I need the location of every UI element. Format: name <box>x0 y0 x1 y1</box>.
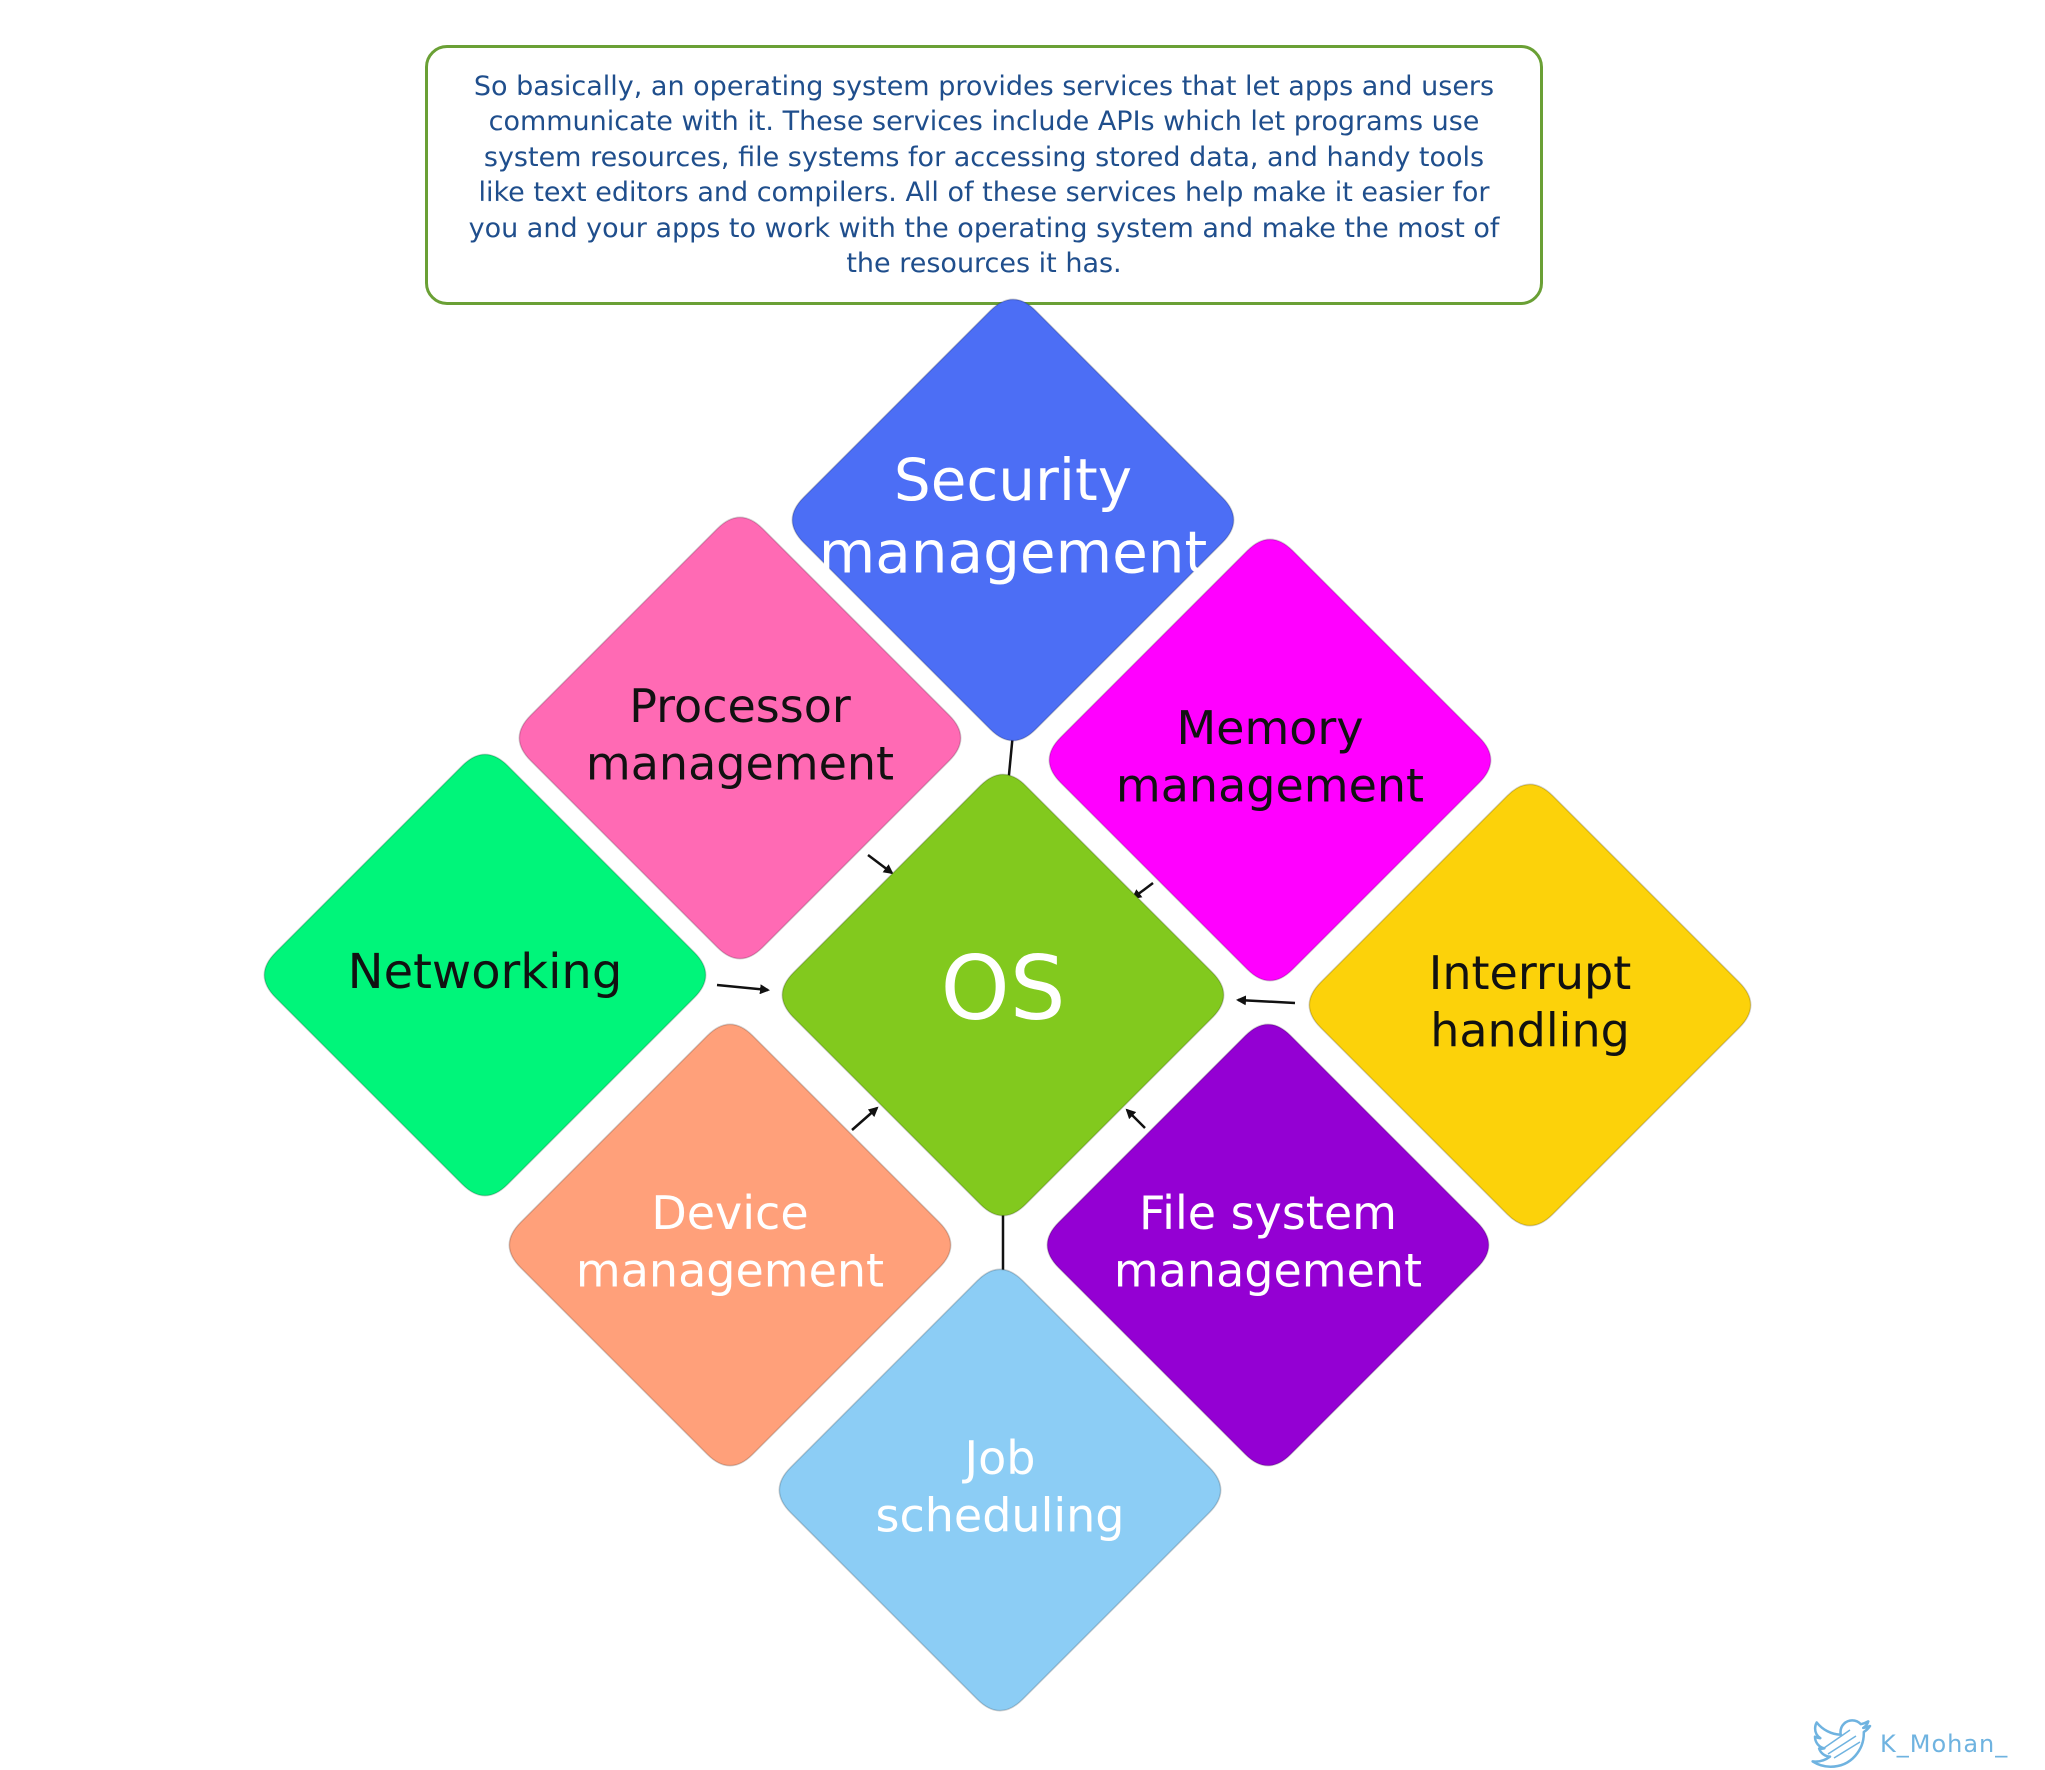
node-networking-shape <box>263 753 707 1197</box>
connector-arrow <box>867 854 894 875</box>
node-filesystem-label: File system <box>1139 1186 1397 1240</box>
node-device-label: Device <box>651 1186 808 1240</box>
connector-arrow <box>1125 1108 1146 1129</box>
node-memory-shape <box>1048 538 1492 982</box>
connector-arrow <box>851 1106 879 1131</box>
node-job-label: Job <box>962 1431 1036 1485</box>
connector-arrow <box>1131 882 1154 900</box>
author-credit: K_Mohan_ <box>1810 1718 2008 1770</box>
node-networking-label: Networking <box>348 944 623 1000</box>
node-filesystem-shape <box>1046 1023 1490 1467</box>
node-interrupt-shape <box>1308 783 1752 1227</box>
author-handle: K_Mohan_ <box>1880 1730 2009 1758</box>
node-memory-label: management <box>1116 758 1424 812</box>
node-os-shape <box>781 773 1225 1217</box>
node-job-label: scheduling <box>876 1488 1125 1542</box>
node-security-label: management <box>819 518 1208 586</box>
description-text: So basically, an operating system provid… <box>468 70 1500 280</box>
node-job-shape <box>778 1268 1222 1712</box>
node-processor-label: Processor <box>629 679 851 733</box>
connector-arrow <box>716 983 770 995</box>
node-processor-label: management <box>586 736 894 790</box>
node-device-shape <box>508 1023 952 1467</box>
connector-arrow <box>1236 995 1296 1006</box>
node-security-shape <box>791 298 1235 742</box>
service-nodes: SecuritymanagementProcessormanagementMem… <box>263 298 1752 1712</box>
description-box: So basically, an operating system provid… <box>425 45 1543 305</box>
node-device-label: management <box>576 1243 884 1297</box>
node-os: OS <box>781 773 1225 1217</box>
node-os-label: OS <box>940 937 1065 1040</box>
node-memory-label: Memory <box>1176 701 1363 755</box>
node-networking: Networking <box>263 753 707 1197</box>
node-interrupt-label: handling <box>1430 1003 1630 1057</box>
node-filesystem-label: management <box>1114 1243 1422 1297</box>
node-security-label: Security <box>894 446 1132 514</box>
node-processor-shape <box>518 516 962 960</box>
twitter-bird-icon <box>1811 1719 1872 1768</box>
node-interrupt-label: Interrupt <box>1429 946 1631 1000</box>
